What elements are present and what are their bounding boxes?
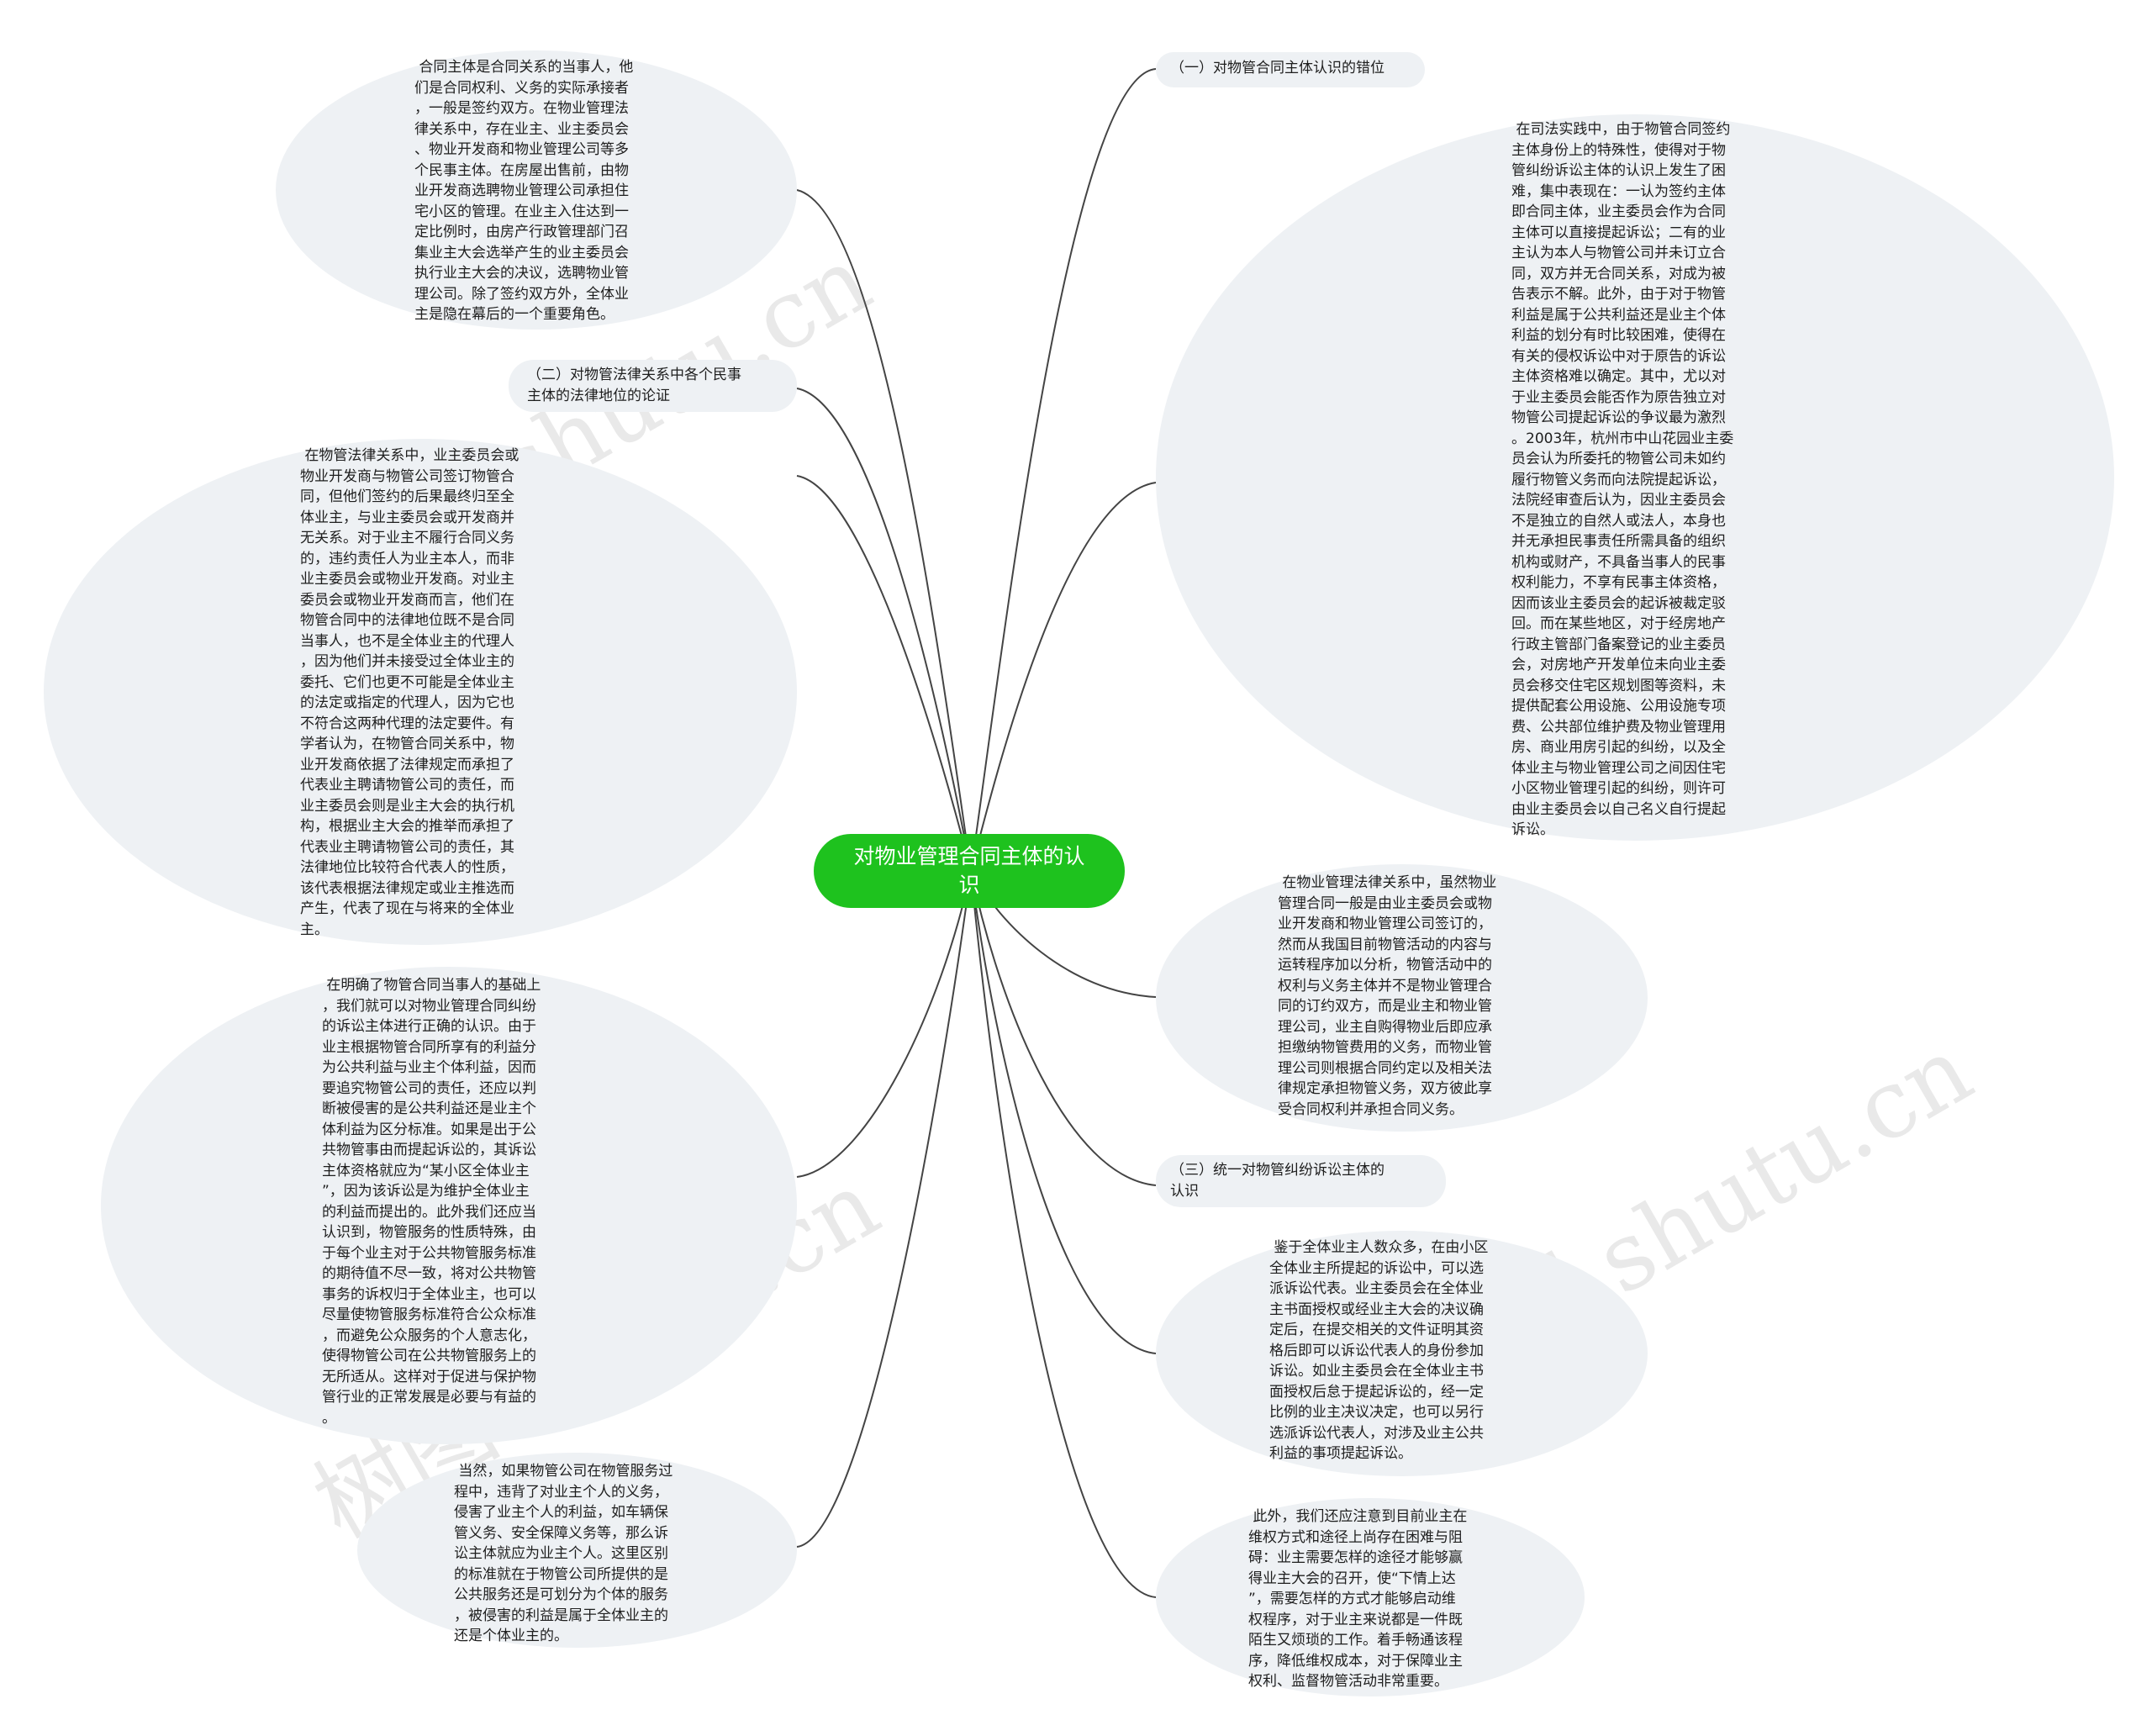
node-unify-heading-text: （三）统一对物管纠纷诉讼主体的 认识: [1170, 1162, 1385, 1200]
link-R5: [970, 870, 1157, 1354]
root-topic[interactable]: 对物业管理合同主体的认 识: [814, 834, 1125, 908]
node-individual-owner-text: 当然，如果物管公司在物管服务过 程中，违背了对业主个人的义务， 侵害了业主个人的…: [454, 1463, 673, 1644]
node-individual-owner-bg: [357, 1453, 797, 1648]
node-rights-duties-text: 在物业管理法律关系中，虽然物业 管理合同一般是由业主委员会或物 业开发商和物业管…: [1278, 874, 1497, 1118]
node-contract-subject-text: 合同主体是合同关系的当事人，他 们是合同权利、义务的实际承接者 ，一般是签约双方…: [414, 59, 634, 323]
node-judicial-practice-text: 在司法实践中，由于物管合同签约 主体身份上的特殊性，使得对于物 管纠纷诉讼主体的…: [1511, 121, 1734, 838]
node-litigation-subject-bg: [101, 967, 797, 1444]
link-R1: [970, 68, 1157, 872]
link-R2: [970, 482, 1157, 872]
node-contract-subject-bg: [276, 50, 797, 330]
link-L1: [796, 189, 972, 872]
node-litigation-subject-text: 在明确了物管合同当事人的基础上 ，我们就可以对物业管理合同纠纷 的诉讼主体进行正…: [322, 977, 541, 1427]
link-L3: [796, 475, 972, 872]
node-rights-protection-bg: [1156, 1498, 1585, 1696]
link-L5: [796, 870, 972, 1548]
link-R4: [970, 870, 1157, 1186]
node-unify-heading-bg: [1156, 1155, 1446, 1207]
link-L2: [796, 388, 972, 872]
node-representative-bg: [1156, 1231, 1648, 1476]
node-misunderstanding-heading-bg: [1156, 52, 1425, 87]
node-misunderstanding-heading-text: （一）对物管合同主体认识的错位: [1170, 60, 1385, 77]
node-legal-status-heading-text: （二）对物管法律关系中各个民事 主体的法律地位的论证: [527, 367, 741, 404]
node-rights-protection-text: 此外，我们还应注意到目前业主在 维权方式和途径上尚存在困难与阻 碍：业主需要怎样…: [1248, 1508, 1468, 1690]
node-legal-status-heading-bg: [509, 360, 797, 412]
link-L4: [796, 870, 972, 1178]
link-R6: [970, 870, 1157, 1598]
node-representative-text: 鉴于全体业主人数众多，在由小区 全体业主所提起的诉讼中，可以选 派诉讼代表。业主…: [1269, 1239, 1489, 1462]
node-legal-relation-text: 在物管法律关系中，业主委员会或 物业开发商与物管公司签订物管合 同，但他们签约的…: [300, 447, 520, 938]
node-rights-duties-bg: [1156, 864, 1648, 1132]
node-judicial-practice-bg: [1156, 114, 2114, 841]
root-topic-label: 对物业管理合同主体的认 识: [853, 844, 1085, 897]
node-legal-relation-bg: [44, 439, 797, 945]
